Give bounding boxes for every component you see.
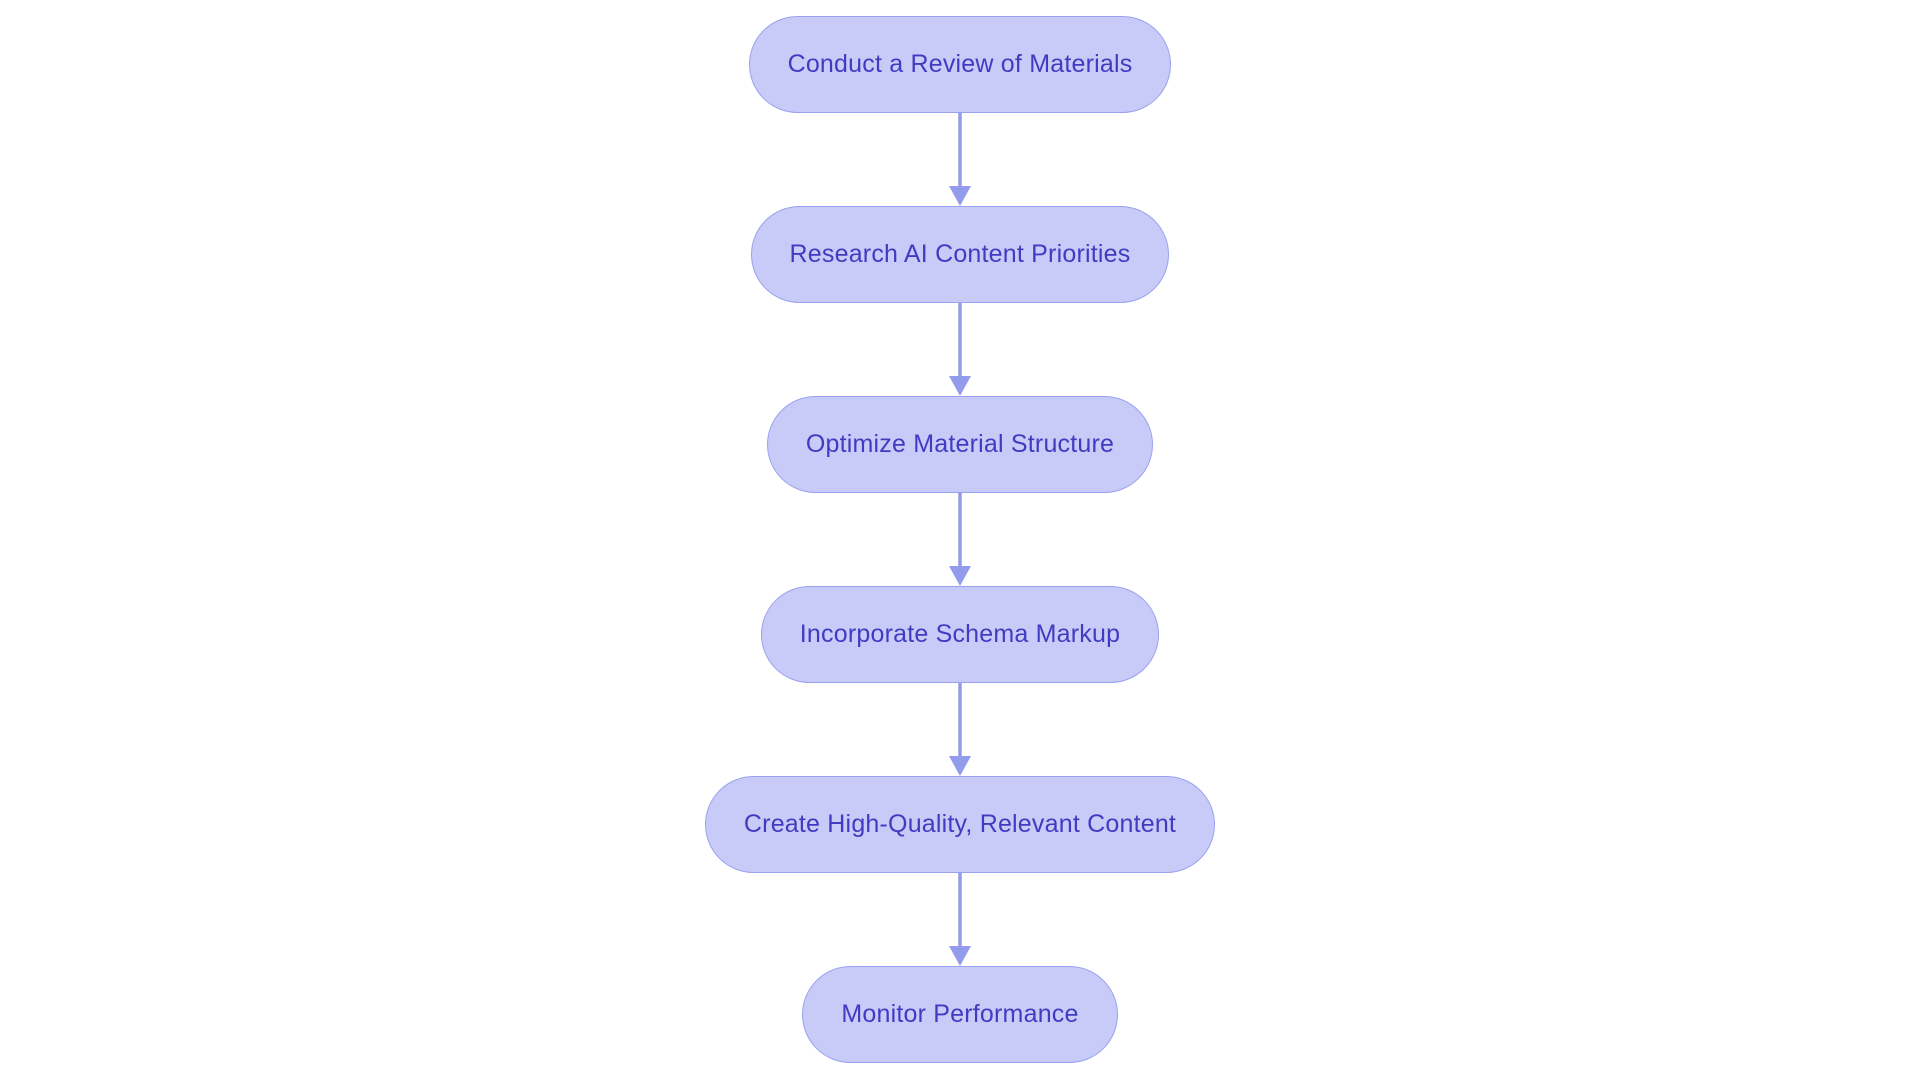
flowchart-node-schema-markup: Incorporate Schema Markup (760, 586, 1160, 683)
arrow-down-icon (949, 493, 971, 586)
node-label: Conduct a Review of Materials (787, 50, 1133, 78)
node-label: Incorporate Schema Markup (799, 620, 1121, 648)
arrow-down-icon (949, 113, 971, 206)
flowchart-node-conduct-review: Conduct a Review of Materials (748, 16, 1172, 113)
node-label: Monitor Performance (841, 1000, 1079, 1028)
flowchart-node-research-priorities: Research AI Content Priorities (750, 206, 1170, 303)
node-label: Optimize Material Structure (805, 430, 1115, 458)
flowchart-node-monitor-performance: Monitor Performance (802, 966, 1118, 1063)
flowchart-node-create-content: Create High-Quality, Relevant Content (704, 776, 1216, 873)
node-label: Create High-Quality, Relevant Content (743, 810, 1177, 838)
node-label: Research AI Content Priorities (789, 240, 1131, 268)
flowchart-node-optimize-structure: Optimize Material Structure (766, 396, 1154, 493)
arrow-down-icon (949, 303, 971, 396)
arrow-down-icon (949, 683, 971, 776)
arrow-down-icon (949, 873, 971, 966)
